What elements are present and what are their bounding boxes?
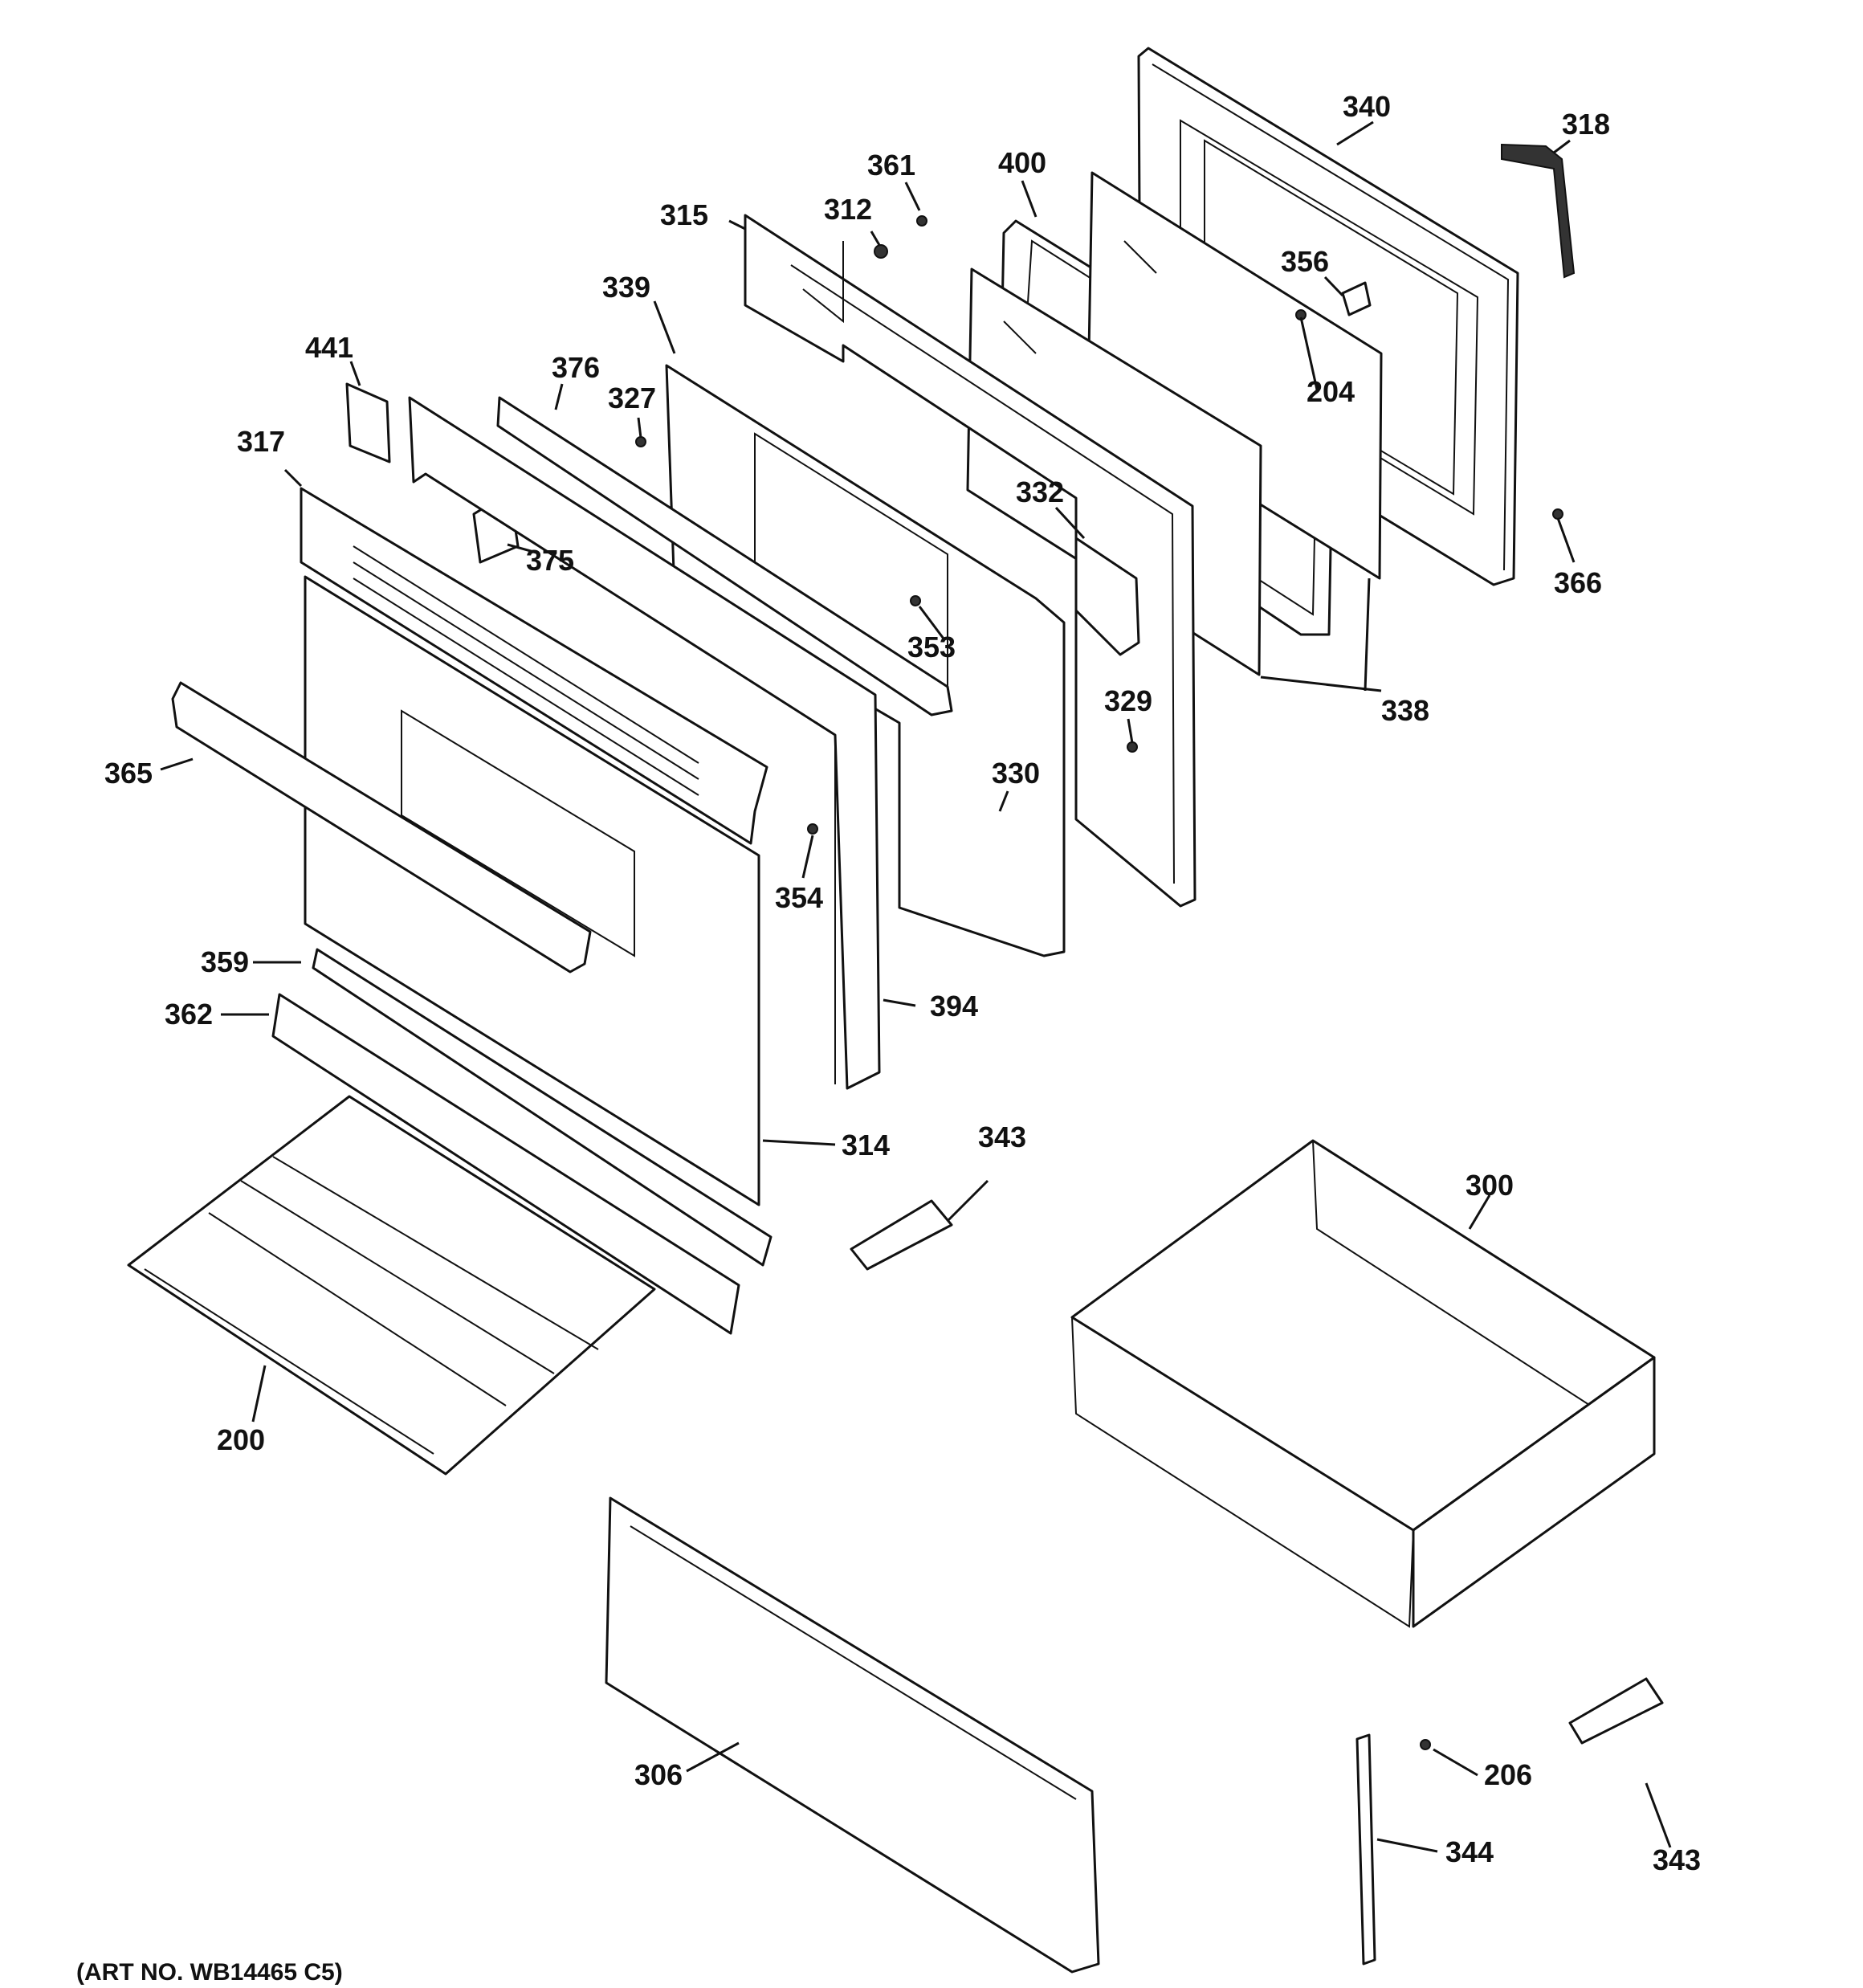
label-441: 441: [305, 331, 353, 364]
part-343-slide-clip-a: [850, 1199, 953, 1271]
label-314: 314: [842, 1129, 890, 1161]
label-359: 359: [201, 945, 249, 978]
label-200: 200: [217, 1423, 265, 1456]
part-441-hinge-plate: [345, 382, 391, 463]
part-317-vent-panel: [300, 487, 768, 845]
part-376-top-trim: [496, 396, 953, 716]
part-343-slide-clip-b: [1568, 1677, 1664, 1745]
label-338: 338: [1381, 694, 1429, 727]
label-394: 394: [930, 990, 978, 1023]
label-340: 340: [1343, 90, 1391, 123]
label-306: 306: [634, 1758, 683, 1791]
part-362-lower-panel: [271, 993, 740, 1335]
part-359-lower-trim: [312, 948, 773, 1267]
label-330: 330: [992, 757, 1040, 790]
label-400: 400: [998, 146, 1046, 179]
label-353: 353: [907, 631, 956, 663]
part-labels: 340 318 361 400 312 315 356 339 204 441 …: [104, 90, 1701, 1876]
label-315: 315: [660, 198, 708, 231]
part-365-door-handle: [171, 681, 592, 974]
part-315-door-liner-frame: [744, 214, 1196, 908]
label-362: 362: [165, 998, 213, 1031]
label-318: 318: [1562, 108, 1610, 141]
label-365: 365: [104, 757, 153, 790]
label-204: 204: [1307, 375, 1355, 408]
part-200-oven-rack: [127, 1095, 656, 1476]
label-327: 327: [608, 382, 656, 414]
label-343-a: 343: [978, 1121, 1026, 1153]
part-306-drawer-front: [605, 1496, 1100, 1974]
label-366: 366: [1554, 566, 1602, 599]
leader-lines: [160, 120, 1672, 1853]
part-300-drawer-box: [1070, 1139, 1656, 1628]
part-340-outer-door-panel: [1137, 47, 1519, 586]
label-354: 354: [775, 881, 823, 914]
part-332-bracket: [1074, 537, 1140, 656]
label-206: 206: [1484, 1758, 1532, 1791]
label-375: 375: [526, 544, 574, 577]
label-343-b: 343: [1653, 1843, 1701, 1876]
part-356-clip: [1341, 281, 1372, 316]
label-339: 339: [602, 271, 650, 304]
part-394-side-trim: [408, 396, 881, 1090]
label-356: 356: [1281, 245, 1329, 278]
label-344: 344: [1445, 1835, 1494, 1868]
label-300: 300: [1466, 1169, 1514, 1202]
label-317: 317: [237, 425, 285, 458]
part-318-door-gasket: [1501, 143, 1576, 279]
label-376: 376: [552, 351, 600, 384]
label-312: 312: [824, 193, 872, 226]
art-number-caption: (ART NO. WB14465 C5): [76, 1959, 343, 1986]
label-329: 329: [1104, 684, 1152, 717]
label-361: 361: [867, 149, 915, 182]
part-344-slide-bracket: [1355, 1733, 1376, 1966]
label-332: 332: [1016, 476, 1064, 508]
